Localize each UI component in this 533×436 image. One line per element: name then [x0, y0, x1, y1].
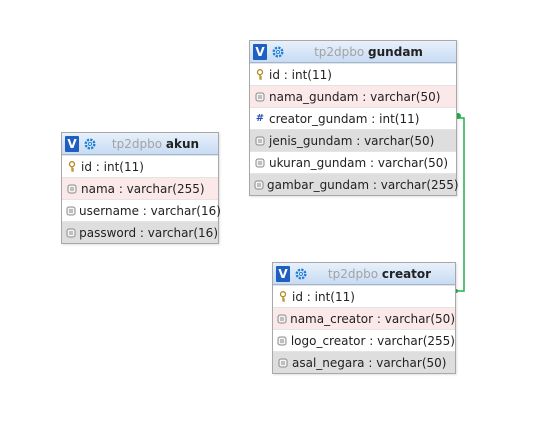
table-creator[interactable]: V tp2dpbo creator id : int(11) nama_crea…: [272, 262, 456, 374]
column-row[interactable]: id : int(11): [250, 63, 456, 85]
database-name: tp2dpbo: [111, 136, 163, 151]
collapse-toggle[interactable]: V: [253, 43, 267, 60]
column-label: id : int(11): [269, 67, 332, 82]
column-label: id : int(11): [81, 159, 144, 174]
column-icon: [254, 179, 264, 191]
column-label: nama_gundam : varchar(50): [269, 89, 441, 104]
column-row[interactable]: id : int(11): [273, 285, 455, 307]
table-name: akun: [165, 136, 200, 151]
column-label: creator_gundam : int(11): [269, 111, 420, 126]
column-icon: [254, 91, 266, 103]
database-name: tp2dpbo: [314, 44, 365, 59]
gear-icon[interactable]: [83, 137, 97, 151]
column-icon: [66, 227, 76, 239]
collapse-toggle[interactable]: V: [65, 135, 79, 152]
column-label: logo_creator : varchar(255): [290, 333, 455, 348]
column-row[interactable]: gambar_gundam : varchar(255): [250, 173, 459, 195]
column-row[interactable]: nama_creator : varchar(50): [273, 307, 455, 329]
gear-icon[interactable]: [271, 45, 285, 59]
column-icon: [277, 335, 288, 347]
column-row[interactable]: username : varchar(16): [62, 199, 221, 221]
table-name: gundam: [368, 44, 423, 59]
column-label: nama_creator : varchar(50): [290, 311, 455, 326]
column-icon: [277, 357, 289, 369]
column-row[interactable]: id : int(11): [62, 155, 218, 177]
column-label: ukuran_gundam : varchar(50): [269, 155, 449, 170]
key-icon: [277, 291, 289, 303]
column-label: gambar_gundam : varchar(255): [267, 177, 459, 192]
column-row[interactable]: nama_gundam : varchar(50): [250, 85, 456, 107]
index-hash-icon: #: [255, 113, 265, 124]
key-icon: [254, 69, 266, 81]
column-label: id : int(11): [292, 289, 355, 304]
column-label: password : varchar(16): [79, 225, 218, 240]
table-header[interactable]: V tp2dpbo akun: [62, 133, 218, 155]
column-icon: [66, 183, 78, 195]
table-title: tp2dpbo creator: [308, 267, 455, 281]
column-row[interactable]: logo_creator : varchar(255): [273, 329, 455, 351]
column-row[interactable]: jenis_gundam : varchar(50): [250, 129, 456, 151]
column-icon: [254, 157, 266, 169]
column-row[interactable]: nama : varchar(255): [62, 177, 218, 199]
table-gundam[interactable]: V tp2dpbo gundam id : int(11) nama_gunda…: [249, 40, 459, 196]
collapse-toggle[interactable]: V: [276, 265, 290, 282]
column-label: username : varchar(16): [79, 203, 221, 218]
column-icon: [254, 135, 266, 147]
table-header[interactable]: V tp2dpbo creator: [273, 263, 455, 285]
column-row[interactable]: # creator_gundam : int(11): [250, 107, 456, 129]
column-row[interactable]: ukuran_gundam : varchar(50): [250, 151, 456, 173]
column-row[interactable]: asal_negara : varchar(50): [273, 351, 455, 373]
database-name: tp2dpbo: [327, 266, 379, 281]
column-label: asal_negara : varchar(50): [292, 355, 447, 370]
table-name: creator: [381, 266, 432, 281]
table-akun[interactable]: V tp2dpbo akun id : int(11) nama : varch…: [61, 132, 221, 244]
gear-icon[interactable]: [294, 267, 308, 281]
column-icon: [66, 205, 76, 217]
column-icon: [277, 313, 287, 325]
column-label: jenis_gundam : varchar(50): [269, 133, 435, 148]
table-title: tp2dpbo akun: [97, 137, 218, 151]
column-row[interactable]: password : varchar(16): [62, 221, 218, 243]
key-icon: [66, 161, 78, 173]
column-label: nama : varchar(255): [81, 181, 205, 196]
table-title: tp2dpbo gundam: [285, 45, 456, 59]
table-header[interactable]: V tp2dpbo gundam: [250, 41, 456, 63]
